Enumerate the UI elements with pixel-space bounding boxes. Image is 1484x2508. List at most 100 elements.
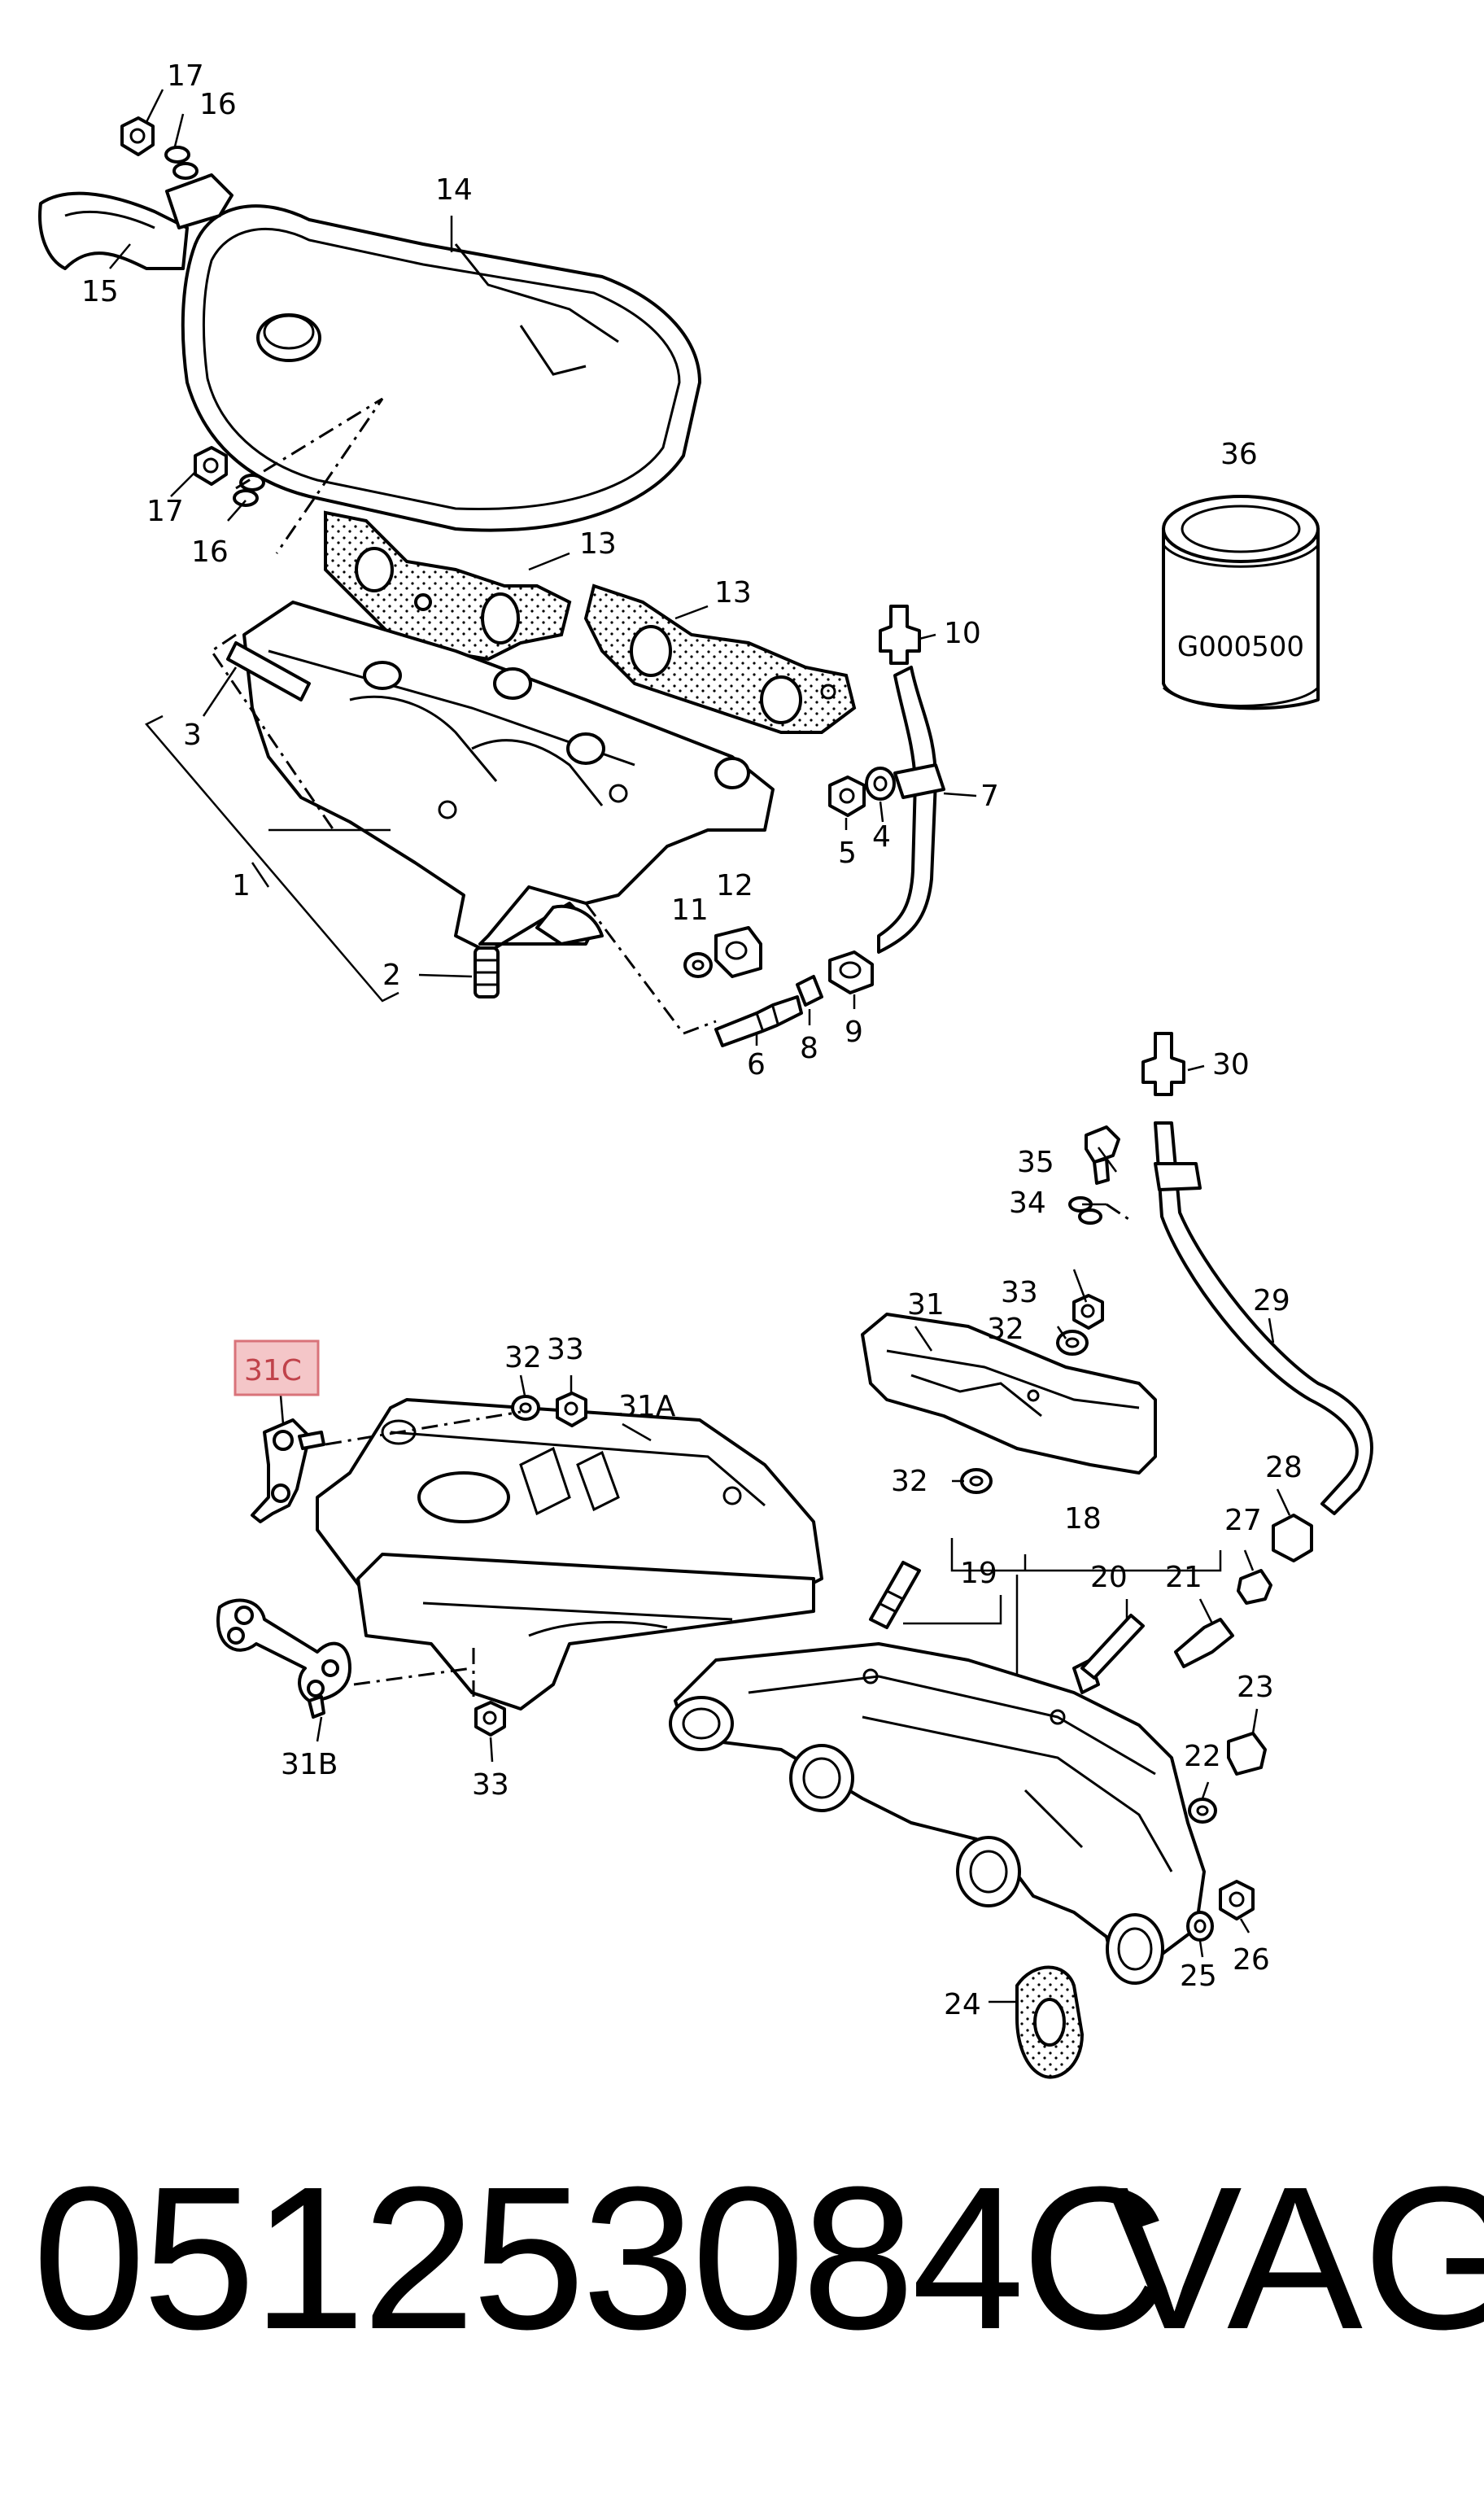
nut-part <box>120 116 155 156</box>
nut-part <box>474 1701 506 1737</box>
heat-shield-part <box>316 1398 823 1711</box>
washer-part <box>511 1395 540 1421</box>
callout-29: 29 <box>1253 1284 1290 1317</box>
nut-part <box>194 446 228 486</box>
filter-canister-part <box>1162 495 1320 710</box>
heat-shield-part <box>861 1313 1157 1475</box>
callout-19: 19 <box>960 1557 997 1590</box>
washer-part <box>233 474 265 507</box>
washer-part <box>865 767 896 801</box>
callout-17: 17 <box>167 59 204 93</box>
group-bracket-line <box>251 862 270 888</box>
callout-6: 6 <box>747 1048 766 1081</box>
callout-28: 28 <box>1265 1451 1303 1484</box>
callout-31c: 31C <box>244 1354 302 1387</box>
pipe-part <box>877 666 945 954</box>
heat-shield-part <box>181 204 701 532</box>
callout-12: 12 <box>716 869 753 902</box>
callout-33: 33 <box>472 1768 509 1802</box>
stud-part <box>474 946 500 998</box>
callout-17: 17 <box>146 495 184 528</box>
exhaust-manifold-diagram: G000500 <box>38 59 1373 2079</box>
nut-part <box>1219 1880 1255 1920</box>
callout-31a: 31A <box>618 1390 676 1423</box>
plug-part <box>1237 1569 1272 1605</box>
callout-31: 31 <box>907 1288 945 1322</box>
plug-part <box>1141 1032 1185 1096</box>
callout-21: 21 <box>1165 1561 1202 1594</box>
callout-20: 20 <box>1090 1561 1128 1594</box>
callout-16: 16 <box>191 535 229 569</box>
callout-31b: 31B <box>281 1748 338 1781</box>
callout-27: 27 <box>1224 1504 1262 1537</box>
callout-18: 18 <box>1064 1502 1102 1536</box>
brand-name: VAG <box>1106 2144 1484 2371</box>
filter-label: G000500 <box>1177 631 1304 663</box>
callout-8: 8 <box>800 1032 818 1065</box>
callout-2: 2 <box>382 959 401 992</box>
sleeve-part <box>796 975 823 1007</box>
bracket-part <box>216 1598 351 1719</box>
callout-1: 1 <box>232 869 251 902</box>
callout-25: 25 <box>1180 1960 1217 1993</box>
plug-part <box>879 605 921 665</box>
bracket-part <box>38 173 234 270</box>
washer-part <box>1188 1798 1217 1824</box>
bracket-part <box>251 1418 325 1523</box>
nut-part <box>1272 1514 1313 1562</box>
callout-36: 36 <box>1220 438 1258 471</box>
group-bracket-line <box>145 714 399 1003</box>
highlighted-callout-box <box>234 1339 320 1396</box>
callout-11: 11 <box>671 894 709 927</box>
leader-lines <box>109 89 1291 2003</box>
nut-part <box>714 926 762 978</box>
washer-part <box>683 952 713 978</box>
stud-part <box>226 641 311 701</box>
stud-part <box>869 1561 921 1629</box>
nut-part <box>556 1392 587 1427</box>
callout-32: 32 <box>987 1313 1024 1346</box>
part-number: 051253084C <box>33 2144 1168 2371</box>
callout-34: 34 <box>1009 1186 1046 1220</box>
callout-9: 9 <box>845 1016 863 1049</box>
callout-32: 32 <box>891 1465 928 1498</box>
callout-33: 33 <box>547 1333 584 1366</box>
callout-3: 3 <box>183 719 202 752</box>
pipe-part <box>1154 1121 1373 1515</box>
nut-part <box>828 776 866 817</box>
callout-22: 22 <box>1184 1740 1221 1773</box>
callout-5: 5 <box>838 837 857 870</box>
callout-35: 35 <box>1017 1146 1054 1179</box>
callout-24: 24 <box>944 1988 981 2021</box>
callout-13: 13 <box>579 527 617 561</box>
callout-30: 30 <box>1212 1048 1250 1081</box>
washer-part <box>1186 1911 1214 1942</box>
exhaust-manifold-part <box>242 601 775 954</box>
centerline <box>584 902 717 1035</box>
sensor-part <box>714 995 803 1047</box>
callout-32: 32 <box>504 1341 542 1374</box>
nut-part <box>828 950 874 994</box>
stud-part <box>1080 1614 1145 1680</box>
callout-10: 10 <box>944 617 981 650</box>
sensor-part <box>1174 1618 1234 1668</box>
callout-14: 14 <box>435 173 473 207</box>
gasket-part <box>1015 1965 1085 2079</box>
nut-part <box>1072 1294 1104 1330</box>
callout-15: 15 <box>81 275 119 308</box>
plug-part <box>1227 1732 1267 1776</box>
washer-part <box>164 146 199 180</box>
centerline <box>325 1410 522 1446</box>
centerline <box>353 1667 473 1686</box>
centerline <box>209 633 335 831</box>
callout-33: 33 <box>1001 1276 1038 1309</box>
footer: 051253084C VAG <box>0 2156 1484 2449</box>
callout-23: 23 <box>1237 1671 1274 1704</box>
bolt-part <box>1085 1125 1120 1185</box>
callout-labels: 17 16 15 14 17 16 13 13 3 1 2 10 7 4 5 1… <box>81 59 1303 2021</box>
centerline <box>235 397 384 554</box>
callout-16: 16 <box>199 88 237 121</box>
callout-26: 26 <box>1233 1943 1270 1977</box>
centerline <box>1106 1203 1132 1222</box>
washer-part <box>1068 1196 1102 1225</box>
